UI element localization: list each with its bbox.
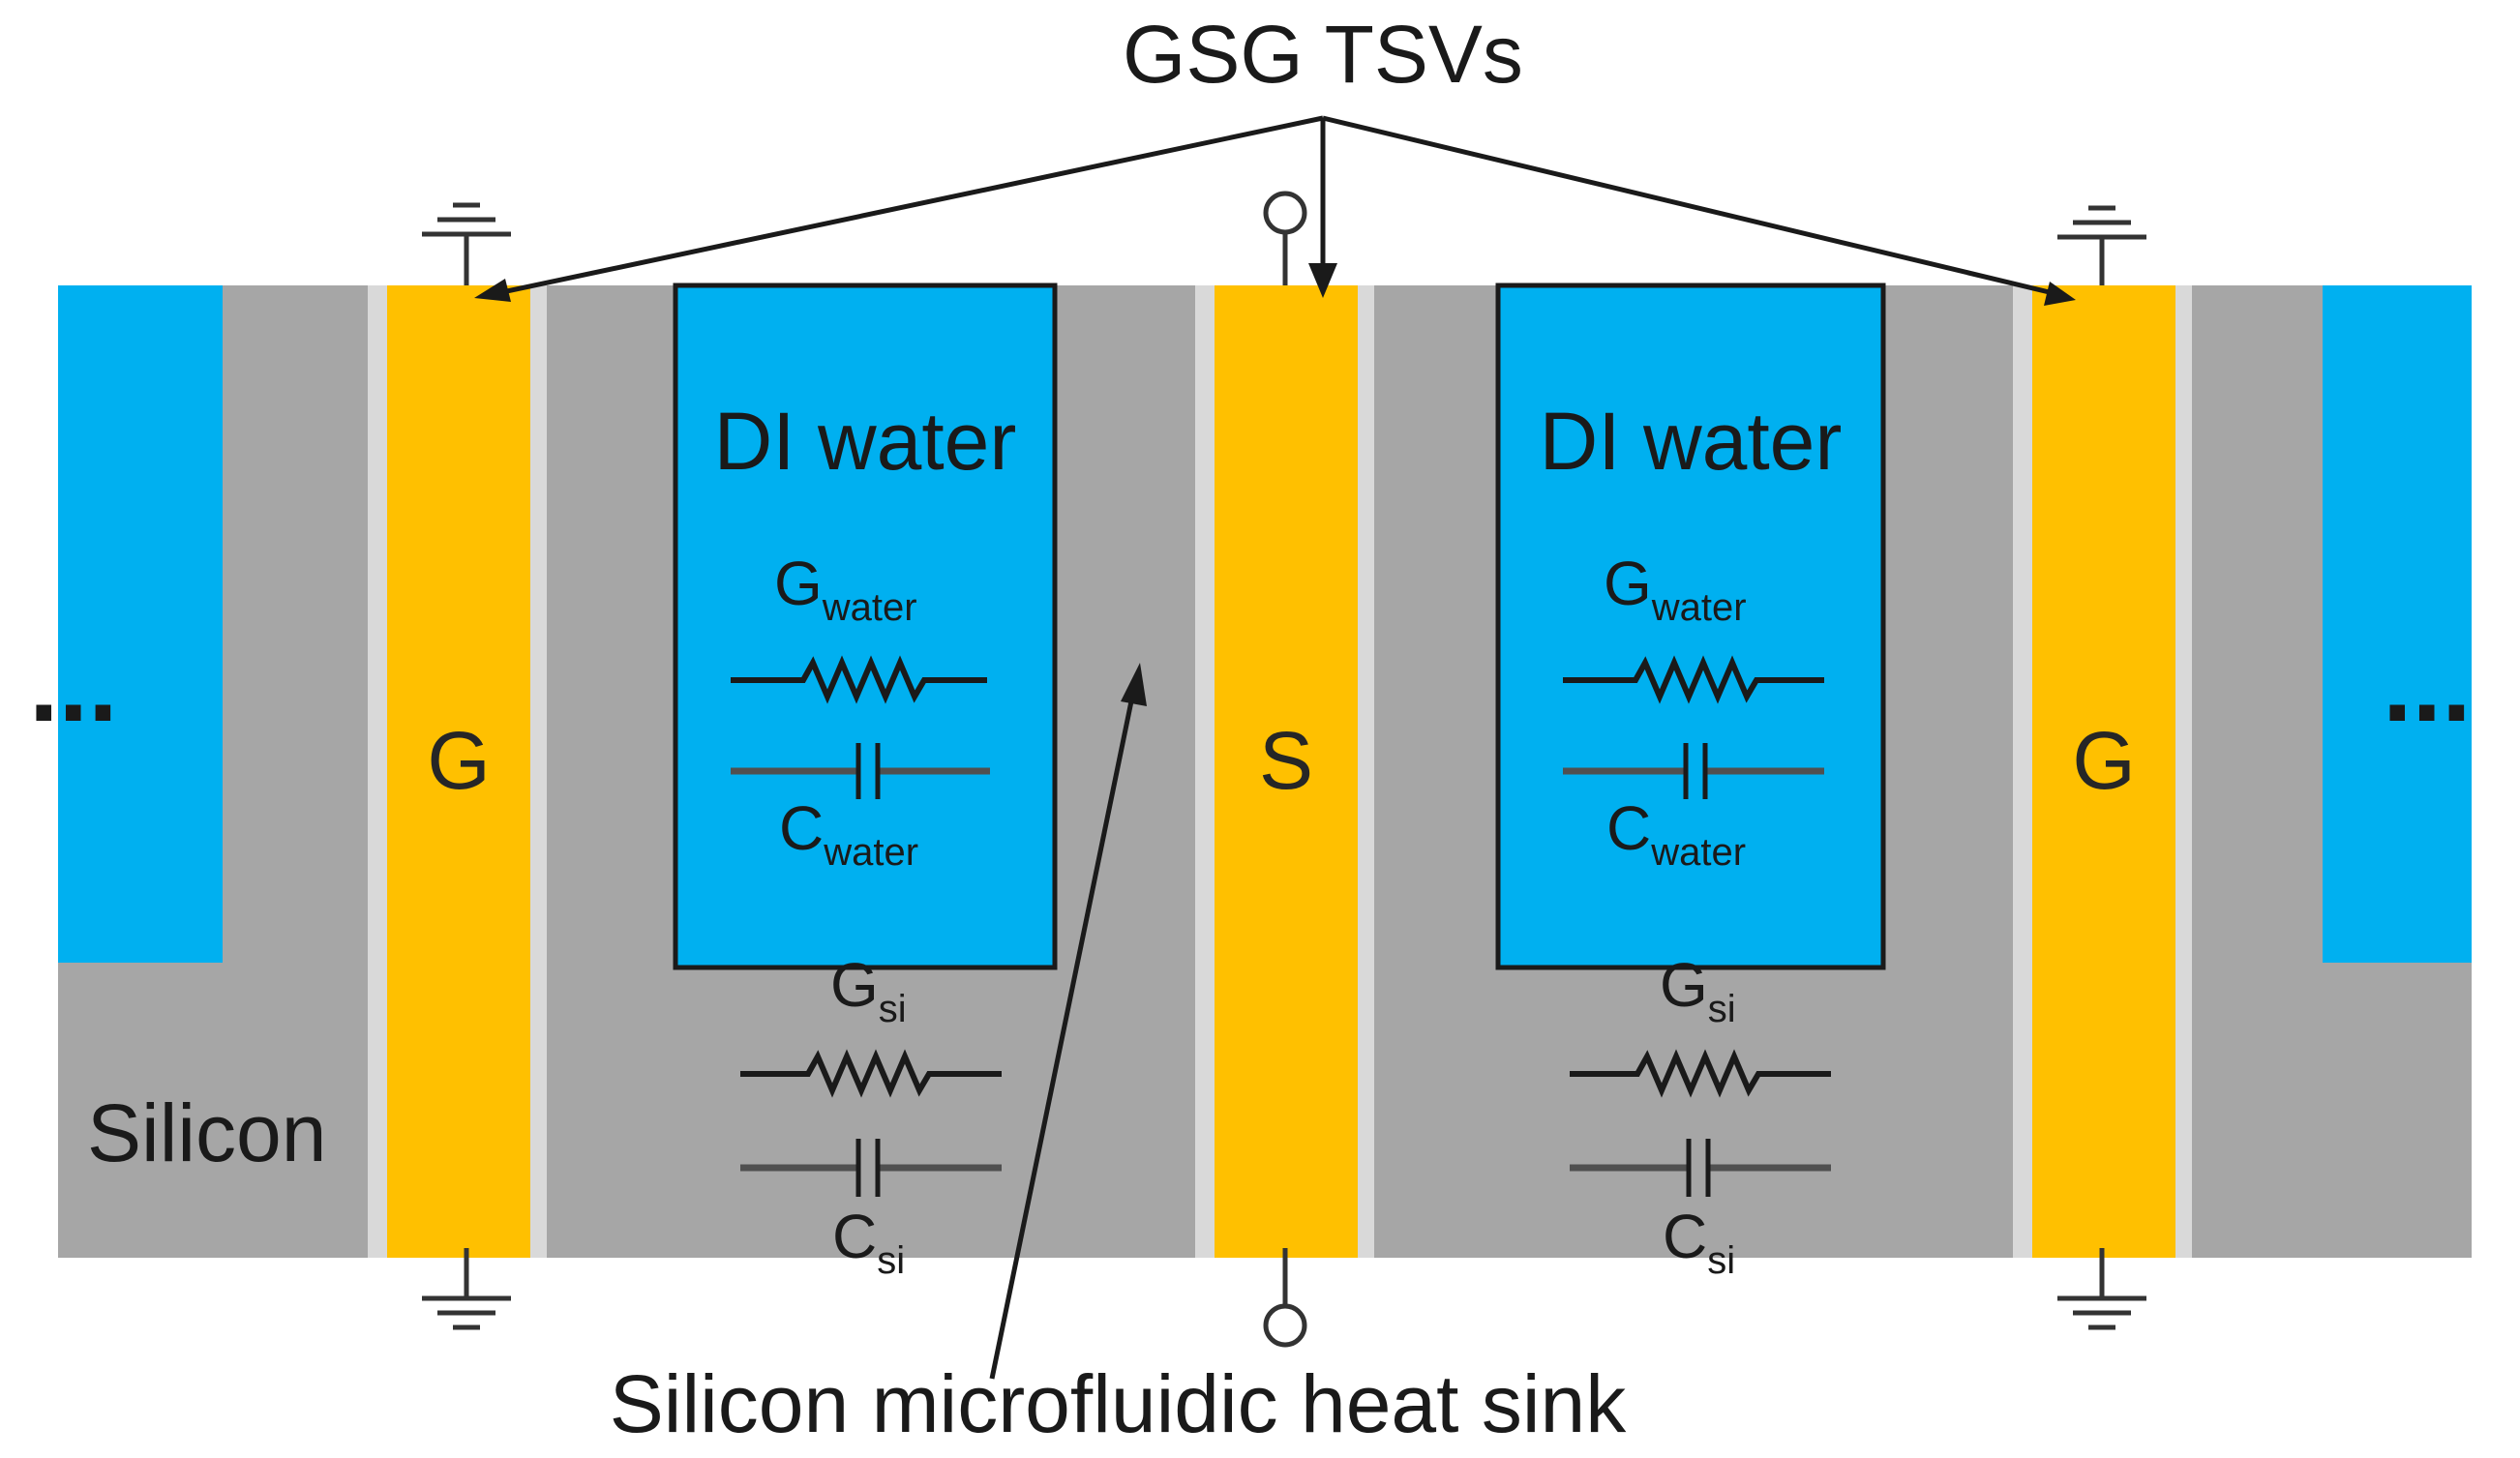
g-si-label-right: Gsi bbox=[1660, 950, 1736, 1030]
arrow-icon bbox=[1308, 263, 1337, 298]
ground-symbol-icon-top-right bbox=[2057, 205, 2146, 285]
arrow-icon bbox=[1121, 663, 1147, 706]
signal-terminal-icon-top bbox=[1263, 191, 1307, 285]
g-si-label-left: Gsi bbox=[830, 950, 907, 1030]
capacitor-symbol-icon bbox=[1570, 1139, 1831, 1197]
tsv-left-label: G bbox=[427, 715, 490, 806]
c-water-label-left: Cwater bbox=[779, 793, 918, 874]
c-si-label-right: Csi bbox=[1663, 1202, 1735, 1282]
heat-sink-arrow bbox=[989, 663, 1147, 1380]
tsv-center-label: S bbox=[1259, 715, 1313, 806]
silicon-label: Silicon bbox=[87, 1087, 326, 1178]
ground-symbol-icon-bottom-left bbox=[422, 1248, 511, 1330]
ground-symbol-icon-top-left bbox=[422, 202, 511, 285]
capacitor-symbol-icon bbox=[731, 743, 990, 799]
outer-channel-right bbox=[2323, 285, 2472, 963]
water-channel-right bbox=[1495, 283, 1886, 970]
resistor-symbol-icon bbox=[731, 655, 987, 704]
title-arrows bbox=[474, 115, 2076, 306]
title-label: GSG TSVs bbox=[1123, 9, 1523, 100]
tsv-signal-center bbox=[1215, 285, 1358, 1258]
channel-left-title: DI water bbox=[714, 396, 1017, 487]
channel-right-title: DI water bbox=[1540, 396, 1843, 487]
g-water-label-left: Gwater bbox=[774, 549, 917, 629]
outer-channel-left bbox=[58, 285, 223, 963]
ellipsis-right: ... bbox=[2383, 625, 2472, 744]
heat-sink-label: Silicon microfluidic heat sink bbox=[610, 1358, 1627, 1449]
resistor-symbol-icon bbox=[740, 1049, 1002, 1098]
resistor-symbol-icon bbox=[1563, 655, 1824, 704]
capacitor-symbol-icon bbox=[1563, 743, 1824, 799]
c-si-label-left: Csi bbox=[832, 1202, 905, 1282]
arrow-icon bbox=[2044, 282, 2076, 306]
ground-symbol-icon-bottom-right bbox=[2057, 1248, 2146, 1330]
tsv-right-label: G bbox=[2072, 715, 2135, 806]
c-water-label-right: Cwater bbox=[1606, 793, 1746, 874]
tsv-ground-left bbox=[387, 285, 530, 1258]
capacitor-symbol-icon bbox=[740, 1139, 1002, 1197]
ellipsis-left: ... bbox=[29, 625, 118, 744]
g-water-label-right: Gwater bbox=[1604, 549, 1747, 629]
tsv-ground-right bbox=[2032, 285, 2175, 1258]
water-channel-left bbox=[673, 283, 1058, 970]
arrow-icon bbox=[474, 279, 511, 302]
signal-terminal-icon-bottom bbox=[1263, 1248, 1307, 1348]
resistor-symbol-icon bbox=[1570, 1049, 1831, 1098]
